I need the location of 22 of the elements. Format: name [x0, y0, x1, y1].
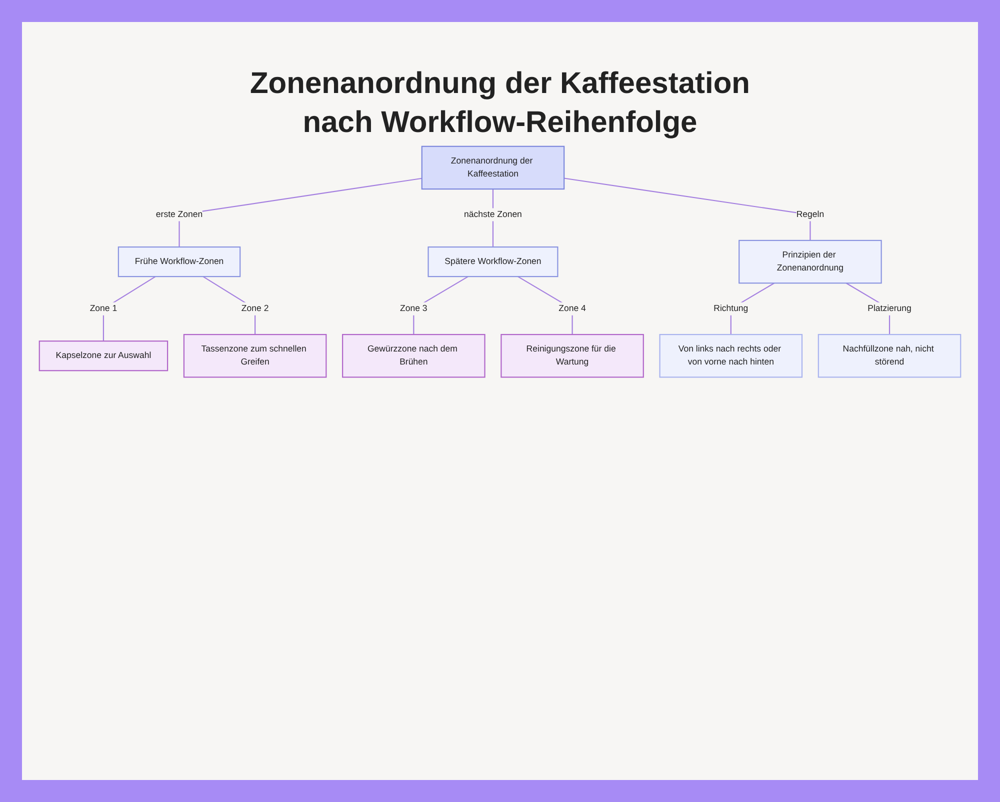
edge-label: erste Zonen: [156, 210, 203, 220]
edge-label: Regeln: [796, 210, 824, 220]
node-box: Prinzipien der Zonenanordnung: [738, 240, 882, 284]
diagram-title: Zonenanordnung der Kaffeestation nach Workflow-Reihenfolge: [248, 66, 751, 141]
node-box: Frühe Workflow-Zonen: [118, 246, 241, 278]
connector: [564, 178, 811, 240]
node-box: Gewürzzone nach dem Brühen: [342, 334, 486, 378]
edge-label: Zone 1: [90, 304, 118, 314]
node-box: Spätere Workflow-Zonen: [428, 246, 558, 278]
edge-label: nächste Zonen: [464, 210, 522, 220]
edge-label: Zone 3: [400, 304, 428, 314]
node-box: Kapselzone zur Auswahl: [38, 340, 168, 372]
node-box: Nachfüllzone nah, nicht störend: [818, 334, 962, 378]
node-box: Zonenanordnung der Kaffeestation: [421, 146, 565, 190]
node-box: Reinigungszone für die Wartung: [500, 334, 644, 378]
edge-label: Platzierung: [868, 304, 912, 314]
edge-label: Richtung: [714, 304, 748, 314]
edge-label: Zone 4: [558, 304, 586, 314]
edge-label: Zone 2: [241, 304, 269, 314]
node-box: Tassenzone zum schnellen Greifen: [183, 334, 327, 378]
node-box: Von links nach rechts oder von vorne nach hinten: [659, 334, 803, 378]
connector: [178, 178, 422, 248]
